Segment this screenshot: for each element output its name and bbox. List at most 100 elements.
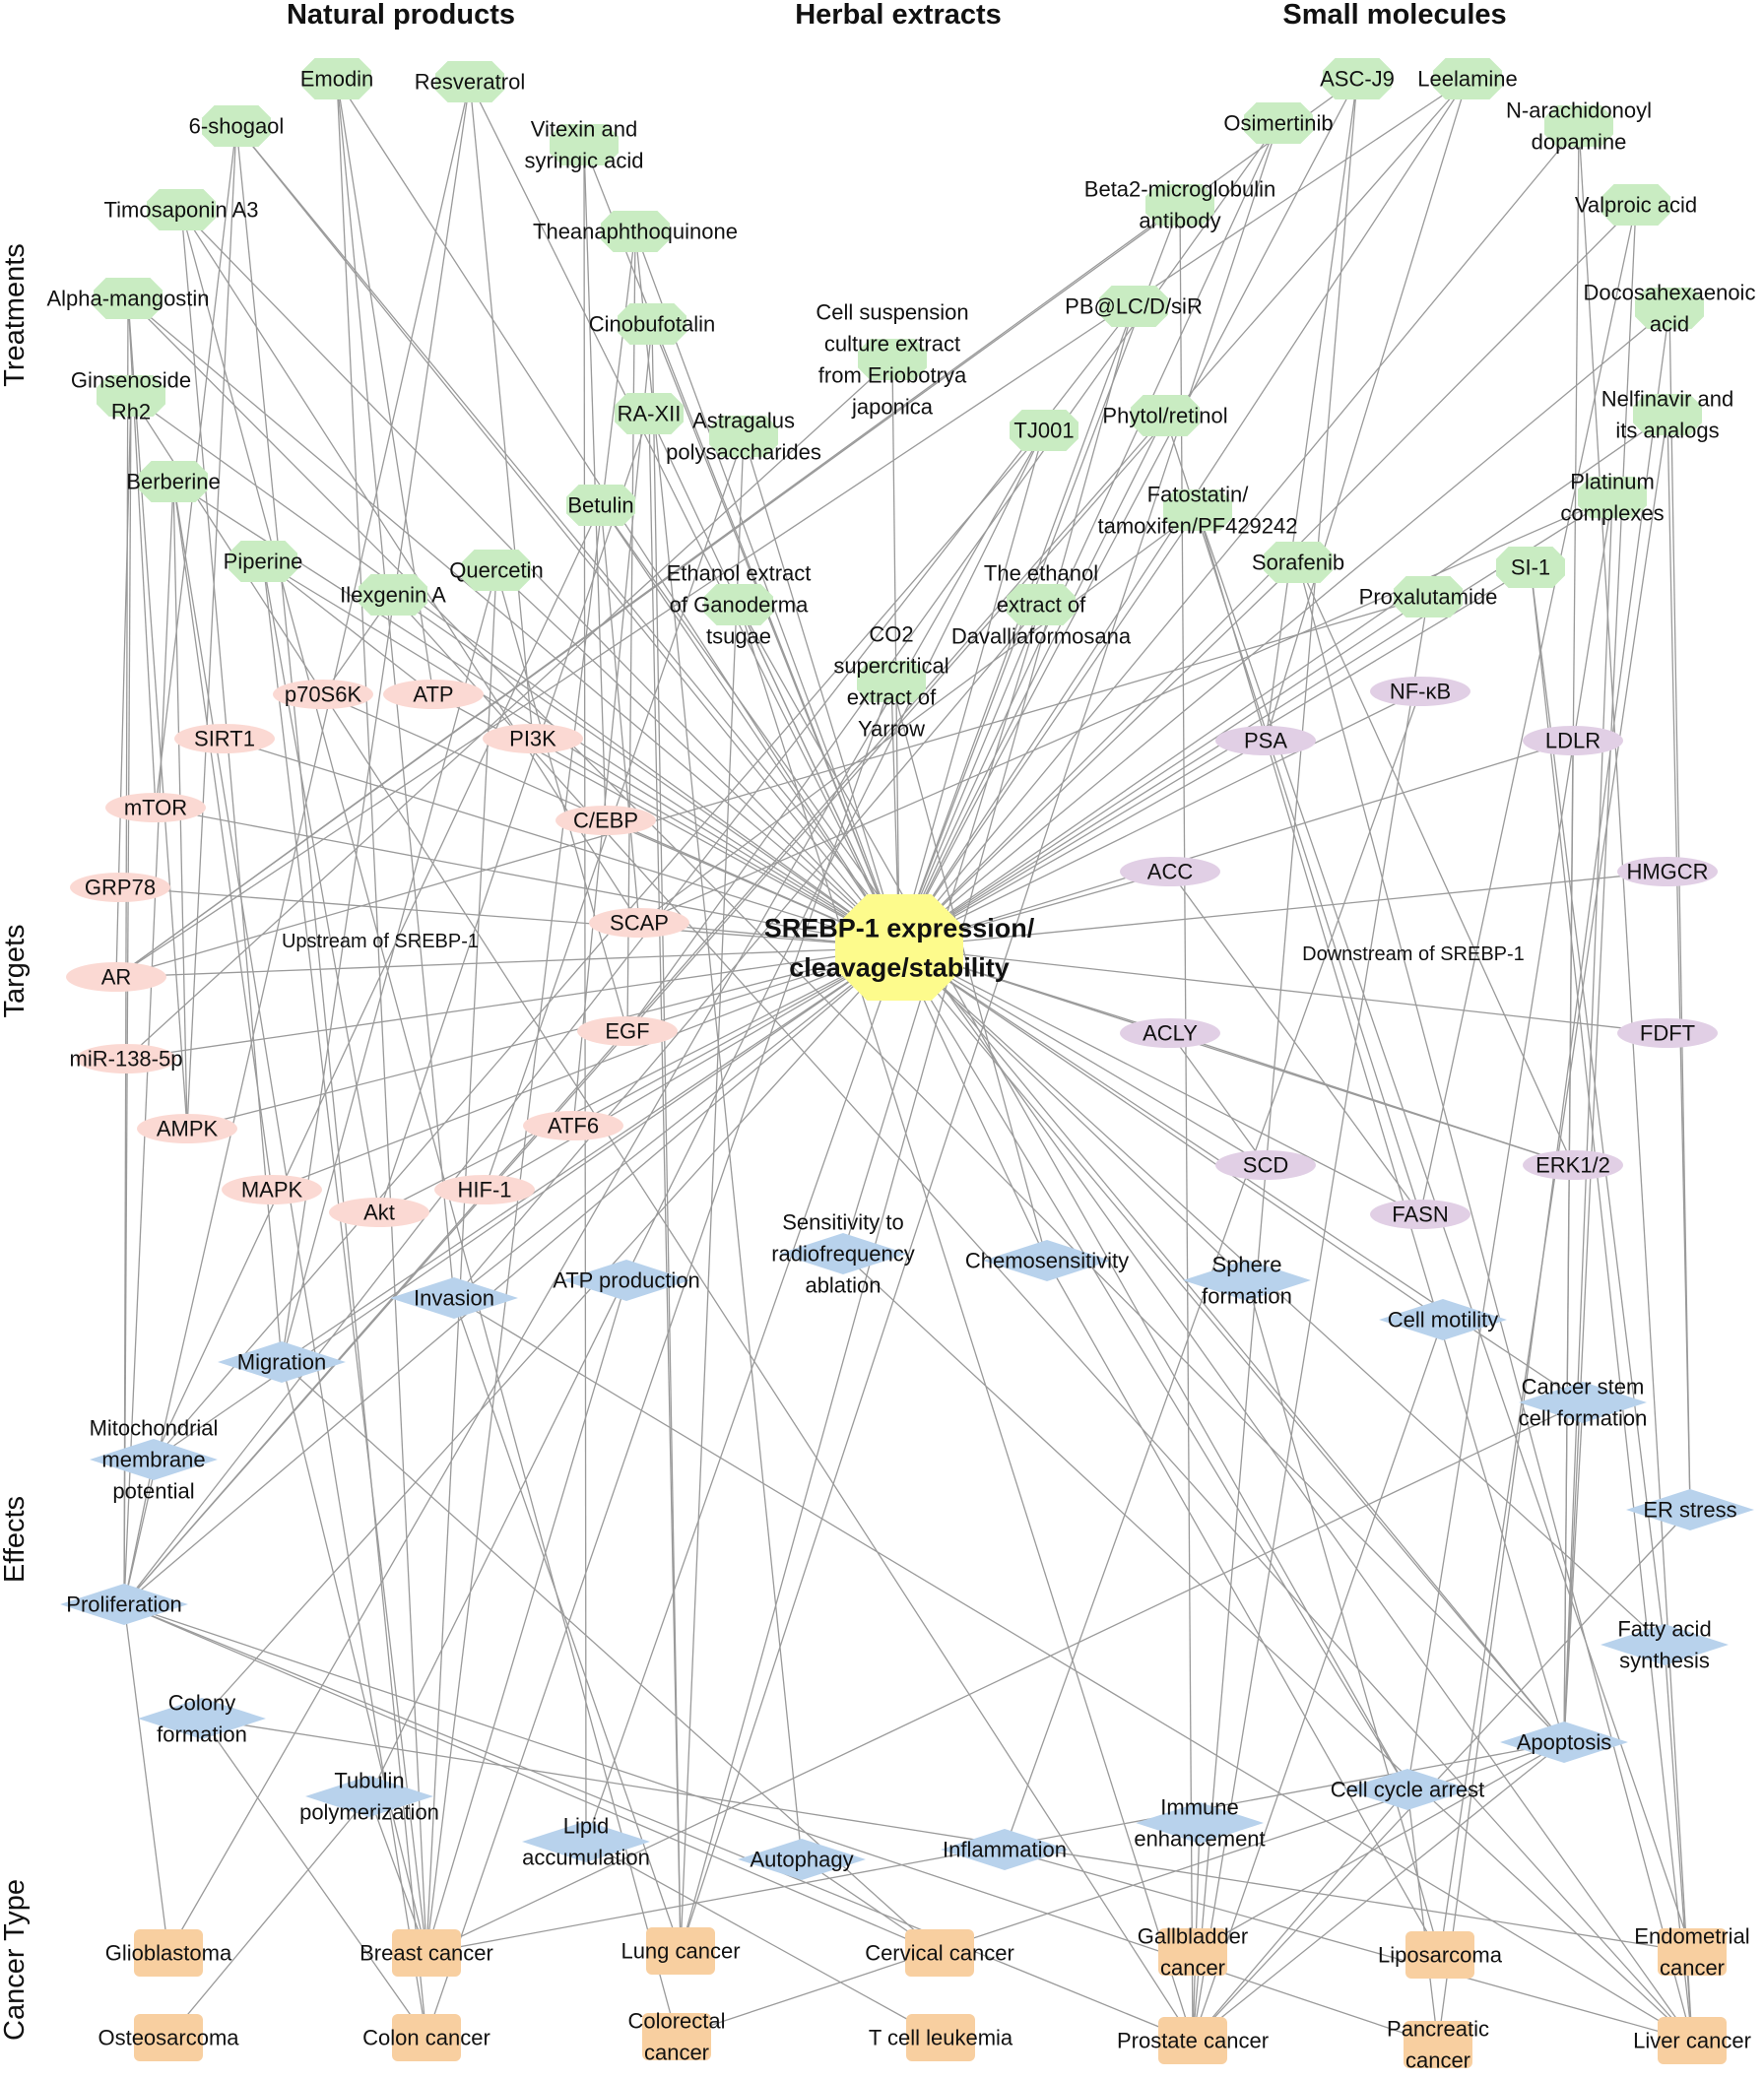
node-motility[interactable]: Cell motility: [1379, 1299, 1507, 1340]
node-egf[interactable]: EGF: [577, 1016, 678, 1046]
node-quercetin[interactable]: Quercetin: [449, 550, 544, 591]
node-atf6[interactable]: ATF6: [523, 1111, 623, 1140]
node-theanaph[interactable]: Theanaphthoquinone: [533, 211, 738, 252]
node-colon[interactable]: Colon cancer: [362, 2014, 490, 2061]
node-emodin[interactable]: Emodin: [300, 58, 374, 99]
node-akt[interactable]: Akt: [329, 1198, 429, 1227]
edge-center-nfkb: [898, 690, 1421, 948]
node-scap[interactable]: SCAP: [589, 908, 689, 938]
node-leelamine[interactable]: Leelamine: [1417, 58, 1518, 99]
node-srebp1-hub[interactable]: SREBP-1 expression/cleavage/stability: [764, 894, 1035, 1001]
node-ampk[interactable]: AMPK: [137, 1114, 237, 1143]
node-chemo[interactable]: Chemosensitivity: [965, 1240, 1129, 1281]
node-migration[interactable]: Migration: [218, 1341, 346, 1383]
node-cervical[interactable]: Cervical cancer: [865, 1929, 1014, 1977]
node-timosaponin[interactable]: Timosaponin A3: [104, 189, 259, 230]
node-cellcycle[interactable]: Cell cycle arrest: [1331, 1769, 1484, 1810]
node-grp78[interactable]: GRP78: [70, 873, 170, 902]
node-ldlr[interactable]: LDLR: [1523, 726, 1623, 755]
node-apoptosis[interactable]: Apoptosis: [1500, 1722, 1628, 1763]
node-mir138[interactable]: miR-138-5p: [70, 1044, 183, 1073]
node-label-resveratrol: Resveratrol: [415, 70, 525, 95]
node-scd[interactable]: SCD: [1215, 1150, 1316, 1180]
node-tj001[interactable]: TJ001: [1010, 410, 1078, 451]
node-shogaol[interactable]: 6-shogaol: [189, 105, 285, 147]
node-osimertinib[interactable]: Osimertinib: [1223, 102, 1334, 144]
node-fdft[interactable]: FDFT: [1617, 1018, 1718, 1048]
node-betulin[interactable]: Betulin: [566, 485, 635, 526]
node-raxii[interactable]: RA-XII: [615, 393, 684, 434]
node-erstress[interactable]: ER stress: [1626, 1489, 1754, 1530]
node-pi3k[interactable]: PI3K: [483, 724, 583, 753]
node-lung[interactable]: Lung cancer: [621, 1927, 741, 1975]
node-piperine[interactable]: Piperine: [224, 541, 303, 582]
node-invasion[interactable]: Invasion: [390, 1277, 518, 1319]
node-inflammation[interactable]: Inflammation: [941, 1829, 1069, 1870]
node-sirt1[interactable]: SIRT1: [174, 724, 275, 753]
node-breast[interactable]: Breast cancer: [359, 1929, 493, 1977]
node-glioblastoma[interactable]: Glioblastoma: [105, 1929, 232, 1977]
node-atp[interactable]: ATP: [383, 680, 484, 709]
node-alphamang[interactable]: Alpha-mangostin: [46, 278, 210, 319]
node-sorafenib[interactable]: Sorafenib: [1252, 542, 1344, 583]
node-fasn[interactable]: FASN: [1370, 1200, 1470, 1229]
node-nfkb[interactable]: NF-κB: [1370, 677, 1470, 706]
node-cinobufotalin[interactable]: Cinobufotalin: [589, 303, 715, 345]
node-mapk[interactable]: MAPK: [222, 1175, 322, 1204]
node-berberine[interactable]: Berberine: [126, 461, 221, 502]
node-phytol[interactable]: Phytol/retinol: [1102, 395, 1228, 436]
node-p70s6k[interactable]: p70S6K: [273, 680, 373, 709]
edge-ganoderma-prostate: [738, 604, 1194, 2042]
node-liposarcoma[interactable]: Liposarcoma: [1378, 1931, 1503, 1979]
node-erk[interactable]: ERK1/2: [1523, 1150, 1623, 1180]
node-proxalutamide[interactable]: Proxalutamide: [1359, 576, 1498, 618]
node-si1[interactable]: SI-1: [1496, 547, 1565, 588]
node-hif1[interactable]: HIF-1: [434, 1175, 535, 1204]
node-ascj9[interactable]: ASC-J9: [1320, 58, 1395, 99]
node-resveratrol[interactable]: Resveratrol: [415, 61, 525, 102]
node-hmgcr[interactable]: HMGCR: [1617, 857, 1718, 886]
node-valproic[interactable]: Valproic acid: [1575, 184, 1697, 226]
node-osteosarcoma[interactable]: Osteosarcoma: [98, 2014, 239, 2061]
node-autophagy[interactable]: Autophagy: [738, 1839, 866, 1880]
node-cebp[interactable]: C/EBP: [555, 806, 656, 835]
node-liver[interactable]: Liver cancer: [1633, 2017, 1751, 2064]
node-mtor[interactable]: mTOR: [105, 793, 206, 822]
node-prostate[interactable]: Prostate cancer: [1117, 2017, 1269, 2064]
node-prolif[interactable]: Proliferation: [60, 1584, 188, 1625]
node-ar[interactable]: AR: [66, 962, 166, 992]
node-acly[interactable]: ACLY: [1120, 1018, 1220, 1048]
node-pblc[interactable]: PB@LC/D/siR: [1065, 286, 1203, 327]
node-ilexgenin[interactable]: Ilexgenin A: [340, 574, 446, 616]
node-atpprod[interactable]: ATP production: [553, 1260, 700, 1301]
node-psa[interactable]: PSA: [1215, 726, 1316, 755]
node-acc[interactable]: ACC: [1120, 857, 1220, 886]
node-fatostatin[interactable]: Fatostatin/tamoxifen/PF429242: [1097, 483, 1297, 539]
node-tcell[interactable]: T cell leukemia: [869, 2014, 1013, 2061]
